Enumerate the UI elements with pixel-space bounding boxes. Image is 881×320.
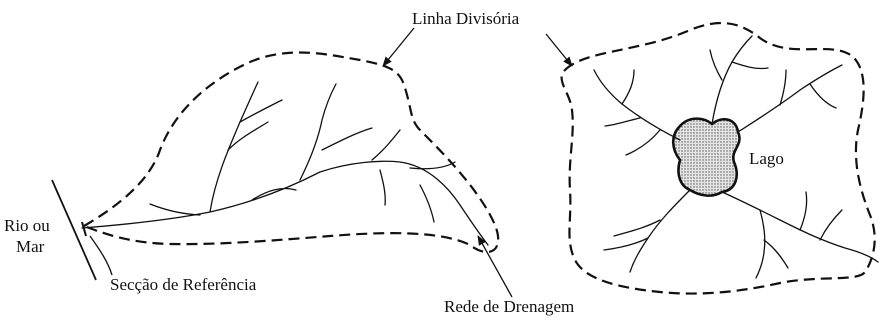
tributary	[621, 69, 635, 105]
lake-label: Lago	[749, 149, 784, 168]
divide-pointer-left	[382, 27, 415, 67]
tributary	[227, 121, 269, 151]
tributary	[737, 64, 843, 133]
divide-pointer-right	[545, 33, 573, 67]
tributary	[379, 169, 386, 206]
tributary	[419, 184, 435, 223]
tributary	[299, 83, 337, 181]
tributary	[371, 129, 401, 161]
tributary	[731, 61, 769, 70]
tributary	[709, 49, 723, 81]
tributary	[779, 69, 787, 106]
main-channel	[81, 160, 489, 246]
drainage-network-pointer	[477, 235, 513, 298]
tributary	[239, 99, 283, 123]
tributary	[149, 203, 201, 216]
left-basin-divide-line	[81, 51, 500, 254]
tributary	[819, 209, 843, 241]
tributary	[625, 129, 661, 156]
tributary	[629, 189, 691, 273]
divide-label: Linha Divisória	[412, 9, 520, 28]
tributary	[809, 83, 837, 109]
reference-section-pointer	[89, 235, 113, 276]
tributary	[721, 191, 879, 263]
tributary	[603, 237, 649, 251]
reference-section-label: Secção de Referência	[110, 275, 257, 294]
tributary	[593, 69, 681, 141]
right-basin	[560, 22, 879, 295]
tributary	[321, 127, 373, 151]
tributary	[251, 187, 297, 201]
drainage-network-label: Rede de Drenagem	[444, 297, 574, 316]
outlet-coast-line	[51, 179, 97, 281]
tributary	[755, 209, 766, 279]
outlet-label-line1: Rio ou	[4, 216, 50, 235]
tributary	[409, 161, 456, 170]
tributary	[613, 219, 661, 237]
tributary	[209, 81, 259, 213]
tributary	[763, 239, 789, 269]
reference-section-tick	[81, 221, 87, 237]
right-drainage-network	[593, 35, 879, 279]
tributary	[604, 117, 641, 127]
tributary	[711, 35, 753, 125]
outlet-label-line2: Mar	[16, 237, 45, 256]
left-drainage-network	[81, 81, 489, 246]
right-basin-divide-line	[560, 22, 876, 295]
lake-shape	[671, 117, 741, 197]
left-basin	[51, 51, 500, 281]
tributary	[799, 191, 808, 231]
